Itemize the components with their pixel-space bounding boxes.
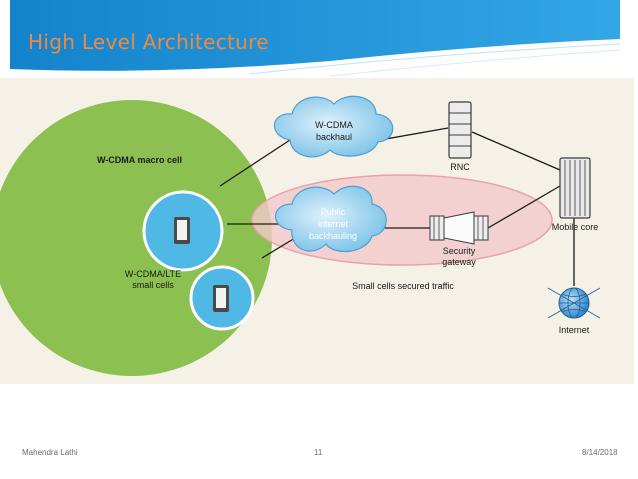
security-gateway-icon <box>429 211 489 245</box>
footer-author: Mahendra Lathi <box>22 448 78 457</box>
wcdma-backhaul-label-line2: backhaul <box>316 132 352 142</box>
security-gateway-label-line1: Security <box>443 246 476 256</box>
secured-traffic-label: Small cells secured traffic <box>352 281 454 291</box>
connection-lines <box>219 127 575 286</box>
footer-page-number: 11 <box>314 448 323 457</box>
public-internet-label-line1: Public <box>321 207 346 217</box>
small-cell-upper <box>142 190 224 272</box>
wcdma-backhaul-cloud-icon: W-CDMA backhaul <box>273 95 394 158</box>
wcdma-backhaul-label-line1: W-CDMA <box>315 120 353 130</box>
slide-header: High Level Architecture <box>0 0 638 80</box>
public-internet-cloud-icon: Public internet backhauling <box>275 185 387 253</box>
small-cell-lower <box>189 265 255 331</box>
slide-title: High Level Architecture <box>28 30 269 54</box>
macro-cell-circle <box>0 100 272 376</box>
rnc-label: RNC <box>450 162 470 172</box>
rnc-server-icon <box>448 101 472 159</box>
public-internet-label-line2: internet <box>318 219 349 229</box>
footer-date: 8/14/2018 <box>582 448 618 457</box>
small-cells-label-line2: small cells <box>132 280 174 290</box>
header-wave-graphic <box>9 0 621 77</box>
internet-globe-icon <box>547 287 601 319</box>
public-internet-label-line3: backhauling <box>309 231 357 241</box>
internet-label: Internet <box>559 325 590 335</box>
macro-cell-label: W-CDMA macro cell <box>97 155 182 165</box>
small-cells-label-line1: W-CDMA/LTE <box>125 269 181 279</box>
mobile-core-label: Mobile core <box>552 222 599 232</box>
architecture-diagram: W-CDMA backhaul Public internet backhaul… <box>0 78 634 384</box>
mobile-core-server-icon <box>559 157 591 219</box>
security-gateway-label-line2: gateway <box>442 257 476 267</box>
